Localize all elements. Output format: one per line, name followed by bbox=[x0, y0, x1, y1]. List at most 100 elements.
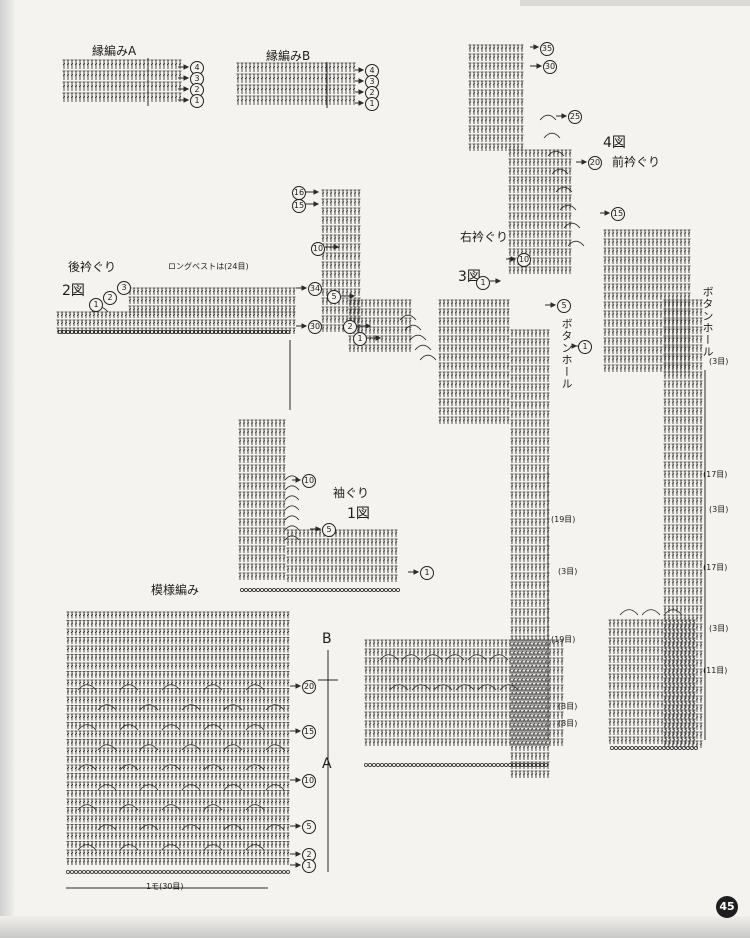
chain-stitch bbox=[270, 870, 274, 875]
chain-stitch bbox=[146, 329, 150, 334]
shell-stitch bbox=[119, 804, 139, 811]
chain-stitch bbox=[238, 329, 242, 334]
shell-stitch bbox=[445, 654, 465, 661]
row-marker: 15 bbox=[292, 199, 306, 213]
chain-stitch bbox=[226, 870, 230, 875]
shell-stitch bbox=[467, 654, 487, 661]
chain-stitch bbox=[78, 870, 82, 875]
chain-stitch bbox=[82, 870, 86, 875]
row-marker: 30 bbox=[543, 60, 557, 74]
chain-stitch bbox=[368, 588, 372, 593]
chain-stitch bbox=[202, 329, 206, 334]
stitch-block bbox=[663, 299, 703, 748]
chain-stitch bbox=[222, 870, 226, 875]
chain-stitch bbox=[282, 329, 286, 334]
chain-stitch bbox=[420, 763, 424, 768]
chain-stitch bbox=[380, 763, 384, 768]
chain-stitch bbox=[646, 746, 650, 751]
row-marker: 35 bbox=[540, 42, 554, 56]
shell-stitch bbox=[203, 724, 223, 731]
chain-stitch bbox=[134, 329, 138, 334]
fig4-title: 4図 bbox=[603, 135, 626, 151]
shell-stitch bbox=[203, 684, 223, 691]
chain-stitch bbox=[194, 870, 198, 875]
chain-stitch bbox=[226, 329, 230, 334]
shell-stitch bbox=[419, 354, 437, 361]
chain-stitch bbox=[198, 870, 202, 875]
chain-stitch bbox=[396, 588, 400, 593]
chain-stitch bbox=[254, 329, 258, 334]
chain-stitch bbox=[618, 746, 622, 751]
shell-stitch bbox=[379, 654, 399, 661]
chain-stitch bbox=[114, 870, 118, 875]
arrow-head bbox=[349, 293, 356, 299]
arrow-head bbox=[313, 201, 320, 207]
row-marker: 10 bbox=[517, 253, 531, 267]
arrow-head bbox=[333, 244, 340, 250]
arrow-head bbox=[295, 477, 302, 483]
arrow-head bbox=[358, 78, 365, 84]
arrow-head bbox=[358, 100, 365, 106]
stitch-count: (19目) bbox=[551, 635, 576, 644]
arrow-head bbox=[495, 278, 502, 284]
shell-stitch bbox=[161, 844, 181, 851]
row-marker: 20 bbox=[302, 680, 316, 694]
shell-stitch bbox=[265, 744, 285, 751]
chain-stitch bbox=[488, 763, 492, 768]
chain-stitch bbox=[288, 588, 292, 593]
chain-stitch bbox=[242, 329, 246, 334]
shell-stitch bbox=[245, 764, 265, 771]
shell-stitch bbox=[284, 515, 300, 521]
chain-stitch bbox=[380, 588, 384, 593]
chain-stitch bbox=[356, 588, 360, 593]
row-marker: 3 bbox=[190, 72, 204, 86]
chain-stitch bbox=[58, 329, 62, 334]
row-marker: 1 bbox=[353, 332, 367, 346]
chain-stitch bbox=[82, 329, 86, 334]
shell-stitch bbox=[455, 684, 475, 691]
chain-stitch bbox=[654, 746, 658, 751]
row-marker: 15 bbox=[302, 725, 316, 739]
chain-stitch bbox=[638, 746, 642, 751]
chain-stitch bbox=[376, 763, 380, 768]
shell-stitch bbox=[161, 724, 181, 731]
arrow-head bbox=[301, 285, 308, 291]
shell-stitch bbox=[77, 764, 97, 771]
chain-stitch bbox=[74, 329, 78, 334]
repeat-width-label: 1モ(30目) bbox=[146, 882, 184, 891]
shell-stitch bbox=[139, 744, 159, 751]
stitch-block bbox=[468, 44, 524, 151]
chain-stitch bbox=[686, 746, 690, 751]
chain-stitch bbox=[392, 588, 396, 593]
arrow-head bbox=[358, 67, 365, 73]
shell-stitch bbox=[414, 344, 432, 351]
shell-stitch bbox=[284, 535, 300, 541]
chain-stitch bbox=[404, 763, 408, 768]
chain-stitch bbox=[240, 588, 244, 593]
chain-stitch bbox=[428, 763, 432, 768]
stitch-block bbox=[286, 529, 398, 582]
chain-stitch bbox=[166, 870, 170, 875]
shell-stitch bbox=[245, 804, 265, 811]
chain-stitch bbox=[210, 870, 214, 875]
arrow-head bbox=[295, 777, 302, 783]
arrow-head bbox=[375, 335, 382, 341]
chain-stitch bbox=[178, 870, 182, 875]
chain-stitch bbox=[670, 746, 674, 751]
chain-stitch bbox=[230, 329, 234, 334]
armhole-title: 袖ぐり bbox=[333, 486, 370, 500]
stitch-count: (11目) bbox=[703, 666, 728, 675]
stitch-count: (3目) bbox=[558, 719, 578, 728]
stitch-block bbox=[321, 189, 361, 332]
fig1-title: 1図 bbox=[347, 506, 370, 522]
row-marker: 2 bbox=[190, 83, 204, 97]
chain-stitch bbox=[634, 746, 638, 751]
chain-stitch bbox=[182, 329, 186, 334]
row-marker: 10 bbox=[302, 774, 316, 788]
chain-stitch bbox=[266, 329, 270, 334]
chain-stitch bbox=[62, 329, 66, 334]
chain-stitch bbox=[694, 746, 698, 751]
shell-stitch bbox=[551, 168, 569, 175]
shell-stitch bbox=[539, 114, 557, 121]
shell-stitch bbox=[77, 684, 97, 691]
